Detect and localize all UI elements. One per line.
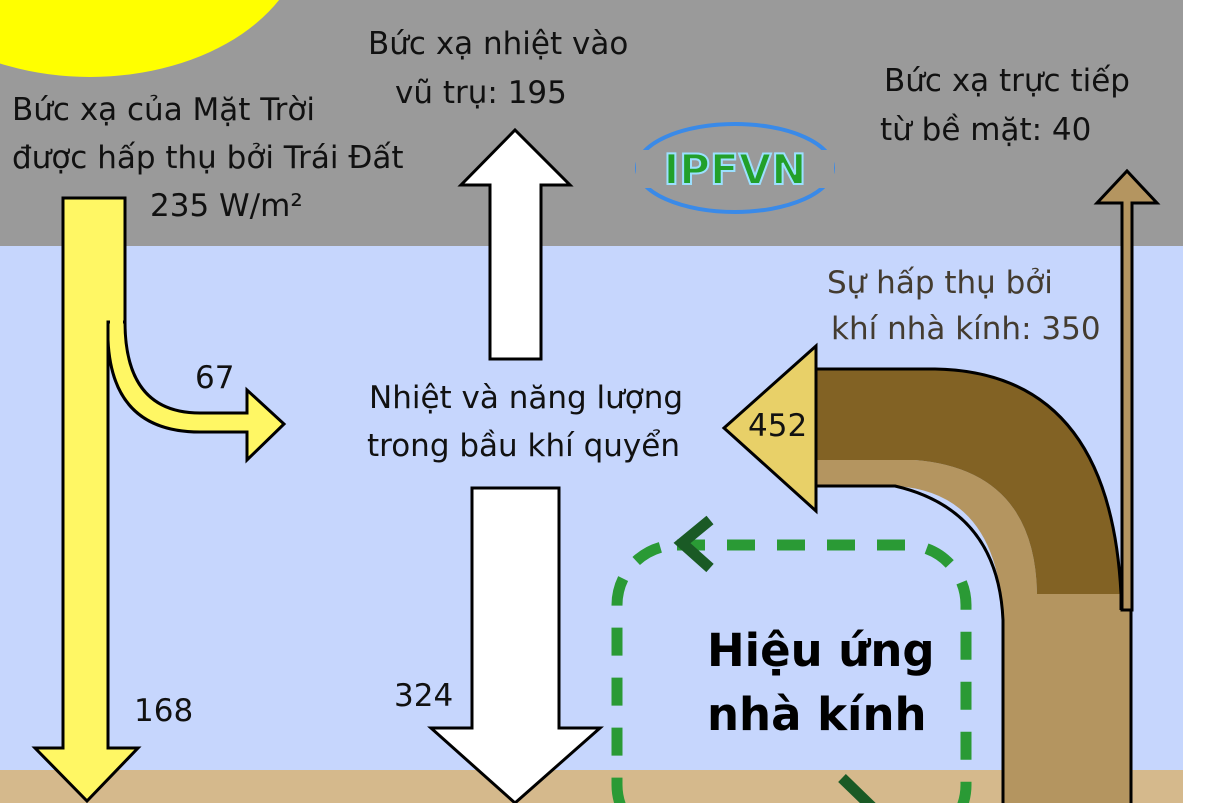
greenhouse-loop-dashed xyxy=(611,539,972,803)
surface-direct-label-2: từ bề mặt: 40 xyxy=(880,112,1092,148)
surface-direct-arrow xyxy=(1093,168,1161,612)
band-outline-inner xyxy=(816,484,1005,803)
surface-direct-label-1: Bức xạ trực tiếp xyxy=(884,63,1130,99)
diagram-title-line-2: nhà kính xyxy=(707,688,927,741)
solar-absorbed-label-1: Bức xạ của Mặt Trời xyxy=(12,92,316,128)
right-margin xyxy=(1183,0,1205,803)
ghg-absorption-label-2: khí nhà kính: 350 xyxy=(831,311,1101,347)
band-outline-top xyxy=(816,367,1123,610)
back-radiation-arrow xyxy=(427,486,604,803)
atmosphere-label-1: Nhiệt và năng lượng xyxy=(369,380,684,416)
solar-down-arrow xyxy=(31,196,142,803)
back-radiation-value: 324 xyxy=(394,678,454,714)
loop-chevron-bottom-icon xyxy=(838,774,876,803)
diagram-title-line-1: Hiệu ứng xyxy=(707,624,935,677)
logo-text: IPFVN xyxy=(664,145,807,194)
atmosphere-inflow-arrowhead xyxy=(721,342,818,515)
thermal-to-space-label-2: vũ trụ: 195 xyxy=(395,75,567,111)
loop-chevron-left-icon xyxy=(673,515,714,573)
solar-branch-arrow xyxy=(106,320,287,464)
atmosphere-label-2: trong bầu khí quyển xyxy=(367,428,680,464)
logo-graphic: IPFVN xyxy=(635,122,835,214)
atmosphere-inflow-value: 452 xyxy=(748,408,808,444)
surface-emission-stem xyxy=(1003,594,1131,803)
thermal-to-space-label-1: Bức xạ nhiệt vào xyxy=(368,26,629,62)
ground-layer xyxy=(0,770,1183,803)
thermal-to-space-arrow xyxy=(457,127,574,361)
surface-solar-value: 168 xyxy=(134,693,194,729)
solar-branch-joint xyxy=(110,300,123,330)
ipfvn-logo: IPFVN xyxy=(632,120,838,216)
sun-icon xyxy=(0,0,279,77)
ghg-absorption-band xyxy=(816,369,1121,594)
ghg-absorption-label-1: Sự hấp thụ bởi xyxy=(827,265,1053,301)
solar-absorbed-label-2: được hấp thụ bởi Trái Đất xyxy=(12,140,404,176)
atm-solar-value: 67 xyxy=(195,360,235,396)
solar-absorbed-value: 235 W/m² xyxy=(150,188,303,224)
